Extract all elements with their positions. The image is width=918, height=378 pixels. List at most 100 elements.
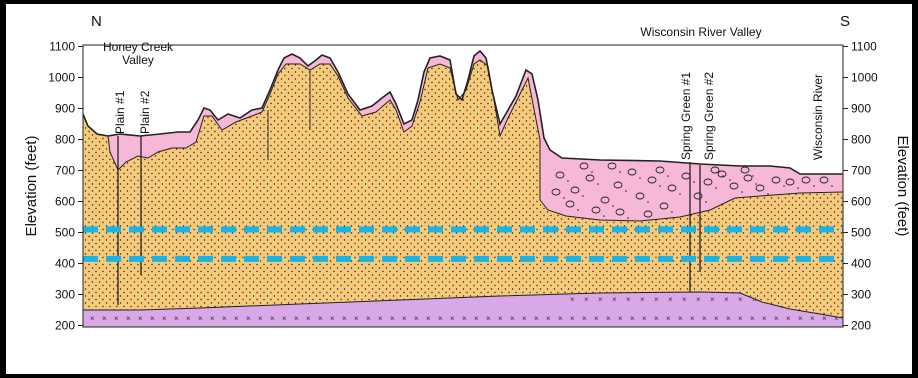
bedrock-x-mark: ×	[258, 314, 263, 323]
bedrock-x-mark: ×	[606, 314, 611, 323]
right-tick-label: 200	[851, 319, 871, 333]
bedrock-x-mark: ×	[114, 314, 119, 323]
bedrock-x-mark: ×	[426, 314, 431, 323]
gravel-grain	[625, 190, 627, 192]
right-tick-label: 800	[851, 133, 871, 147]
gravel-grain	[755, 183, 757, 185]
wisconsin-river-valley-label: Wisconsin River Valley	[640, 25, 761, 39]
bedrock-x-mark: ×	[126, 314, 131, 323]
bedrock-x-mark: ×	[696, 295, 701, 304]
gravel-grain	[612, 205, 614, 207]
bedrock-x-mark: ×	[642, 314, 647, 323]
bedrock-x-mark: ×	[834, 314, 839, 323]
left-tick-label: 1000	[48, 71, 75, 85]
bedrock-x-mark: ×	[414, 314, 419, 323]
bedrock-x-mark: ×	[450, 314, 455, 323]
gravel-grain	[752, 175, 754, 177]
gravel-grain	[705, 201, 707, 203]
bedrock-x-mark: ×	[294, 314, 299, 323]
bedrock-x-mark: ×	[342, 314, 347, 323]
bedrock-x-mark: ×	[752, 295, 757, 304]
right-tick-label: 700	[851, 164, 871, 178]
gravel-grain	[729, 179, 731, 181]
bedrock-x-mark: ×	[570, 314, 575, 323]
bedrock-x-mark: ×	[626, 295, 631, 304]
bedrock-x-mark: ×	[522, 314, 527, 323]
honey-creek-label: Honey Creek	[103, 40, 174, 54]
bedrock-x-mark: ×	[668, 295, 673, 304]
right-tick-label: 400	[851, 257, 871, 271]
bedrock-x-mark: ×	[774, 314, 779, 323]
left-tick-label: 300	[55, 288, 75, 302]
bedrock-x-mark: ×	[666, 314, 671, 323]
right-tick-label: 500	[851, 226, 871, 240]
south-label: S	[840, 13, 850, 30]
gravel-grain	[813, 185, 815, 187]
bedrock-x-mark: ×	[654, 295, 659, 304]
bedrock-x-mark: ×	[682, 295, 687, 304]
bedrock-x-mark: ×	[222, 314, 227, 323]
bedrock-x-mark: ×	[354, 314, 359, 323]
gravel-grain	[647, 201, 649, 203]
bedrock-x-mark: ×	[186, 314, 191, 323]
well-label-spring-green-1: Spring Green #1	[679, 72, 693, 160]
bedrock-x-mark: ×	[630, 314, 635, 323]
bedrock-x-mark: ×	[330, 314, 335, 323]
bedrock-x-mark: ×	[390, 314, 395, 323]
bedrock-x-mark: ×	[714, 314, 719, 323]
right-tick-label: 1100	[851, 40, 877, 54]
bedrock-x-mark: ×	[306, 314, 311, 323]
bedrock-x-mark: ×	[234, 314, 239, 323]
gravel-grain	[722, 175, 724, 177]
gravel-grain	[591, 171, 593, 173]
gravel-grain	[741, 191, 743, 193]
left-tick-label: 500	[55, 226, 75, 240]
gravel-grain	[659, 185, 661, 187]
wisconsin-river-label: Wisconsin River	[811, 74, 825, 160]
gravel-grain	[797, 187, 799, 189]
bedrock-x-mark: ×	[438, 314, 443, 323]
bedrock-x-mark: ×	[594, 314, 599, 323]
bedrock-x-mark: ×	[618, 314, 623, 323]
right-tick-label: 900	[851, 102, 871, 116]
bedrock-x-mark: ×	[738, 314, 743, 323]
bedrock-x-mark: ×	[678, 314, 683, 323]
gravel-grain	[679, 193, 681, 195]
left-tick-label: 900	[55, 102, 75, 116]
bedrock-x-mark: ×	[654, 314, 659, 323]
bedrock-x-mark: ×	[498, 314, 503, 323]
left-tick-label: 800	[55, 133, 75, 147]
bedrock-x-mark: ×	[690, 314, 695, 323]
bedrock-x-mark: ×	[598, 295, 603, 304]
bedrock-x-mark: ×	[90, 314, 95, 323]
bedrock-x-mark: ×	[640, 295, 645, 304]
bedrock-x-mark: ×	[558, 314, 563, 323]
valley-label: Valley	[122, 53, 154, 67]
bedrock-x-mark: ×	[210, 314, 215, 323]
bedrock-x-mark: ×	[198, 314, 203, 323]
left-axis-label: Elevation (feet)	[23, 136, 40, 237]
bedrock-x-mark: ×	[162, 314, 167, 323]
bedrock-x-mark: ×	[282, 314, 287, 323]
right-tick-label: 300	[851, 288, 871, 302]
bedrock-x-mark: ×	[762, 314, 767, 323]
bedrock-x-mark: ×	[462, 314, 467, 323]
bedrock-x-mark: ×	[486, 314, 491, 323]
bedrock-x-mark: ×	[612, 295, 617, 304]
bedrock-x-mark: ×	[474, 314, 479, 323]
bedrock-x-mark: ×	[738, 295, 743, 304]
bedrock-x-mark: ×	[570, 295, 575, 304]
gravel-grain	[767, 193, 769, 195]
bedrock-x-mark: ×	[270, 314, 275, 323]
left-tick-label: 700	[55, 164, 75, 178]
bedrock-x-mark: ×	[510, 314, 515, 323]
gravel-grain	[639, 177, 641, 179]
left-tick-label: 1100	[49, 40, 75, 54]
bedrock-x-mark: ×	[546, 314, 551, 323]
bedrock-x-mark: ×	[378, 314, 383, 323]
bedrock-x-mark: ×	[318, 314, 323, 323]
bedrock-x-mark: ×	[102, 314, 107, 323]
gravel-grain	[597, 183, 599, 185]
bedrock-x-mark: ×	[726, 314, 731, 323]
